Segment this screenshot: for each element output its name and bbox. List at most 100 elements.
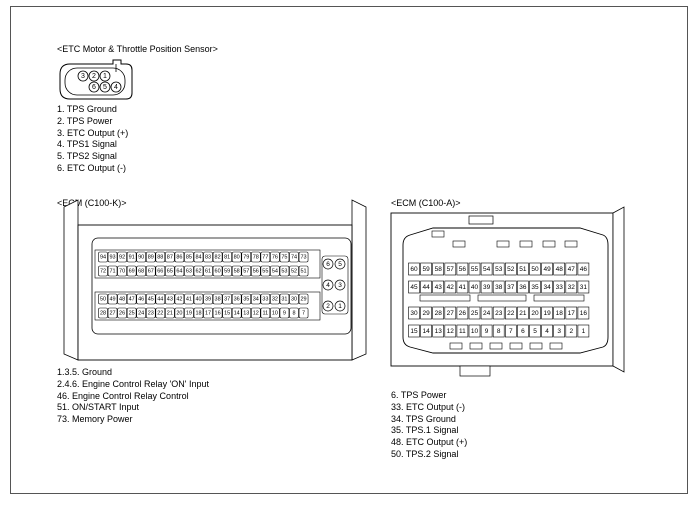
k-pin: [174, 293, 185, 305]
a-pin: [468, 280, 481, 294]
k-pin: [270, 265, 280, 277]
a-pin-label: 17: [568, 310, 576, 317]
a-pin-label: 7: [509, 328, 513, 335]
a-pin-label: 31: [580, 284, 588, 291]
a-pin-label: 16: [580, 310, 588, 317]
k-pin: [117, 307, 127, 319]
k-pin: [107, 293, 118, 305]
k-power-pin: [322, 300, 334, 312]
a-pin-label: 32: [568, 284, 576, 291]
a-pin: [553, 280, 566, 294]
a-pin: [444, 324, 457, 338]
k-pin-label: 31: [281, 297, 287, 303]
a-pin-label: 29: [422, 310, 430, 317]
k-pin-label: 61: [205, 269, 211, 275]
a-pin: [408, 280, 420, 294]
k-pin-label: 49: [109, 297, 115, 303]
legend-item: 6. ETC Output (-): [57, 162, 127, 173]
k-pin-label: 57: [243, 269, 249, 275]
k-pin: [251, 293, 261, 305]
k-pin-label: 37: [224, 297, 230, 303]
a-pin-label: 18: [556, 310, 564, 317]
k-pin-label: 71: [109, 269, 115, 275]
legend-item: 46. Engine Control Relay Control: [57, 390, 189, 401]
k-pin-label: 53: [281, 269, 287, 275]
k-pin-label: 8: [292, 311, 295, 317]
k-pin-label: 30: [291, 297, 297, 303]
a-pin-label: 49: [543, 266, 551, 273]
k-pin-label: 21: [167, 311, 173, 317]
a-pin-label: 3: [557, 328, 561, 335]
legend-item: 48. ETC Output (+): [391, 437, 468, 448]
a-pin-label: 27: [447, 310, 455, 317]
a-pin: [480, 262, 493, 276]
a-bottom-latch: [459, 365, 491, 377]
k-left-flange: [63, 199, 79, 361]
a-pin-label: 37: [507, 284, 515, 291]
k-pin-label: 66: [157, 269, 163, 275]
a-key-slot: [519, 240, 533, 248]
a-pin: [565, 324, 578, 338]
a-pin-label: 8: [497, 328, 501, 335]
a-pin-label: 6: [521, 328, 525, 335]
a-pin: [504, 324, 517, 338]
a-pin-label: 43: [435, 284, 443, 291]
a-pin-label: 26: [459, 310, 467, 317]
k-pin-label: 64: [176, 269, 182, 275]
a-pin-label: 24: [483, 310, 491, 317]
k-pin-label: 67: [148, 269, 154, 275]
k-pin: [270, 251, 280, 263]
a-pin-label: 13: [435, 328, 443, 335]
k-pin: [184, 265, 194, 277]
k-pin: [203, 265, 213, 277]
a-key-slot: [529, 342, 543, 350]
k-pin-label: 60: [215, 269, 221, 275]
k-pin: [117, 251, 127, 263]
a-pin-label: 42: [447, 284, 455, 291]
k-pin-label: 50: [100, 297, 106, 303]
k-pin: [289, 251, 299, 263]
a-pin-label: 15: [410, 328, 418, 335]
a-pin: [456, 280, 469, 294]
etc-sensor-legend: 1. TPS Ground 2. TPS Power 3. ETC Output…: [57, 104, 128, 175]
a-pin-label: 41: [459, 284, 467, 291]
a-pin: [577, 306, 590, 320]
k-pin: [126, 307, 137, 319]
k-power-pin-label: 4: [326, 282, 330, 289]
a-pin: [541, 306, 553, 320]
k-pin: [98, 251, 108, 263]
k-pin: [174, 307, 185, 319]
legend-item: 2. TPS Power: [57, 115, 113, 126]
k-pin-label: 52: [291, 269, 297, 275]
a-pin: [504, 262, 517, 276]
k-pin-label: 42: [176, 297, 182, 303]
legend-item: 2.4.6. Engine Control Relay 'ON' Input: [57, 378, 210, 389]
a-pin: [480, 306, 493, 320]
k-pin: [231, 293, 242, 305]
diagram-frame: [10, 6, 688, 494]
legend-item: 73. Memory Power: [57, 414, 133, 425]
ecm-k-legend: 1.3.5. Ground 2.4.6. Engine Control Rela…: [57, 367, 209, 426]
a-pin: [541, 280, 553, 294]
k-pin-label: 62: [195, 269, 201, 275]
etc-pin-label: 6: [92, 84, 96, 91]
k-pin-label: 41: [186, 297, 192, 303]
etc-pin: [99, 70, 111, 82]
k-pin-label: 44: [157, 297, 163, 303]
a-pin-label: 30: [410, 310, 418, 317]
k-pin: [174, 251, 185, 263]
legend-item: 3. ETC Output (+): [57, 127, 129, 138]
k-pin-label: 68: [138, 269, 144, 275]
a-pin-label: 57: [447, 266, 455, 273]
a-separator: [419, 294, 471, 302]
k-pin-label: 46: [138, 297, 144, 303]
k-pin-label: 73: [300, 255, 306, 261]
k-pin-label: 92: [119, 255, 125, 261]
a-pin-label: 55: [471, 266, 479, 273]
k-pin: [126, 293, 137, 305]
a-pin-label: 1: [582, 328, 586, 335]
a-pin: [504, 306, 517, 320]
a-pin-label: 40: [471, 284, 479, 291]
legend-item: 33. ETC Output (-): [391, 401, 466, 412]
k-pin-label: 48: [119, 297, 125, 303]
